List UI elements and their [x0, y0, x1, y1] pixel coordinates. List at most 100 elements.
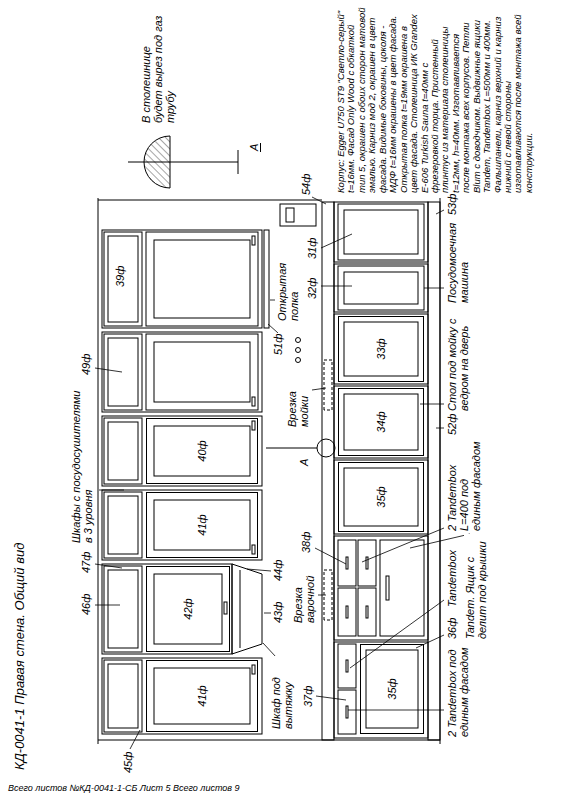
leader-line: [424, 288, 444, 289]
upper-cabinet: [252, 421, 255, 430]
open-shelf: [264, 230, 269, 328]
leader-line: [410, 534, 470, 548]
leader-line: [270, 300, 275, 301]
leader-line: [321, 234, 352, 248]
gas-pipe: [266, 439, 335, 457]
base-cabinet: [366, 650, 418, 728]
wall-outline: [98, 198, 440, 744]
leader-line: [315, 548, 346, 564]
detail-a: [128, 162, 238, 163]
base-cabinet: [344, 210, 418, 254]
base-cabinet: [334, 536, 428, 640]
drawing-title: КД-0041-1 Правая стена. Общий вид: [12, 543, 27, 770]
leader-line: [247, 569, 271, 571]
gas-meter: [286, 208, 294, 222]
leader-line: [348, 710, 444, 711]
upper-cabinet: [252, 545, 255, 554]
notes-text: Корпус: Egger U750 ST9 "Светло-серый" t=…: [336, 6, 534, 194]
annotation: 2 Tandembox L=400 под единым фасадом: [446, 440, 482, 532]
base-cabinet: [334, 202, 428, 262]
base-cabinet: [380, 540, 424, 636]
callout-number: 54ф: [300, 173, 312, 196]
callout-number: 52ф: [446, 413, 458, 436]
upper-cabinet: [154, 240, 250, 318]
leader-line: [99, 490, 124, 491]
base-cabinet: [334, 202, 440, 740]
base-cabinet: [366, 606, 368, 618]
upper-cabinet: [224, 602, 227, 614]
upper-cabinet: [102, 564, 232, 654]
leader-line: [321, 286, 352, 287]
cabinet-door: 35ф: [360, 644, 424, 734]
countertop: [324, 360, 332, 410]
cabinet-door: 40ф: [146, 418, 258, 484]
callout-number: 32ф: [306, 277, 318, 300]
leader-line: [350, 600, 444, 668]
base-cabinet: [428, 202, 440, 740]
base-cabinet: [334, 264, 428, 312]
upper-cabinet: [104, 566, 142, 652]
callout-number: 41ф: [196, 684, 208, 707]
base-cabinet: [386, 576, 389, 600]
base-cabinet: [334, 460, 428, 534]
callout-number: 53ф: [446, 193, 458, 216]
upper-cabinet: [108, 422, 138, 480]
base-cabinet: [346, 606, 348, 618]
callout-number: 49ф: [80, 353, 92, 376]
callout-number: 36ф: [446, 617, 458, 640]
upper-cabinet: [104, 232, 142, 326]
base-cabinet: [358, 588, 376, 636]
upper-cabinet: [108, 338, 138, 406]
base-cabinet: [338, 690, 356, 734]
callout-number: 42ф: [182, 597, 194, 620]
base-cabinet: [334, 642, 428, 738]
open-shelf: [264, 230, 269, 328]
leader-line: [130, 730, 140, 749]
upper-cabinet: [154, 574, 222, 644]
annotation: В столешнице будет вырез под газ трубу: [140, 12, 176, 124]
upper-cabinet: [154, 342, 250, 402]
annotation: А: [298, 458, 310, 467]
detail-a: [238, 150, 239, 174]
callout-number: 40ф: [196, 439, 208, 462]
leader-line: [312, 197, 326, 204]
upper-cabinet: [108, 236, 138, 322]
callout-number: 44ф: [272, 559, 284, 582]
upper-cabinet: [252, 236, 255, 245]
callout-number: 46ф: [80, 593, 92, 616]
gas-pipe: [317, 439, 335, 457]
upper-cabinet: [154, 426, 250, 476]
upper-cabinet: [252, 665, 255, 674]
range-hood: [232, 564, 262, 654]
cabinet-door: 34ф: [338, 388, 424, 456]
annotation: Врезка варочной: [292, 558, 316, 624]
countertop: [322, 202, 334, 740]
socket: [296, 338, 301, 343]
upper-cabinet: [102, 230, 262, 328]
base-cabinet: [338, 204, 424, 260]
annotation: Врезка мойки: [286, 366, 310, 428]
base-cabinet: [334, 314, 428, 384]
leader-line: [264, 613, 271, 614]
annotation: Шкафы с посудосушителями в 3 уровня: [70, 382, 94, 544]
cabinet-door: 42ф: [146, 566, 230, 652]
upper-cabinet: [104, 334, 142, 410]
countertop: [322, 202, 334, 740]
upper-cabinet: [252, 397, 255, 406]
annotation: Tandembox: [446, 549, 458, 608]
range-hood: [232, 564, 262, 654]
base-cabinet: [366, 557, 368, 569]
annotation: Открытая полка: [276, 232, 300, 322]
wall-outline: [98, 198, 99, 744]
leader-line: [312, 388, 326, 390]
base-cabinet: [338, 588, 356, 636]
socket: [296, 358, 301, 363]
annotation: Посудомоечная машина: [446, 218, 470, 304]
leader-line: [95, 605, 120, 606]
base-cabinet: [346, 706, 348, 718]
upper-cabinet: [102, 490, 262, 560]
cabinet-door: 41ф: [146, 492, 258, 558]
upper-cabinet: [146, 334, 258, 410]
wall-outline: [98, 740, 440, 741]
callout-number: 38ф: [300, 531, 312, 554]
